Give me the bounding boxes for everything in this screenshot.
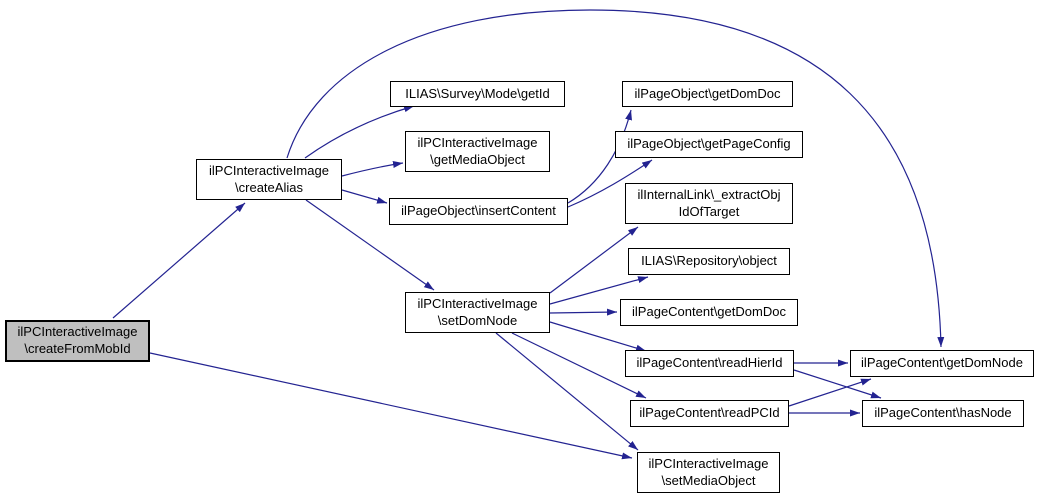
- node-getDomNode[interactable]: ilPageContent\getDomNode: [850, 350, 1034, 377]
- node-label: ilPageContent\hasNode: [874, 405, 1012, 421]
- edge-createAlias-to-getMediaObject: [341, 161, 404, 177]
- node-readPCId[interactable]: ilPageContent\readPCId: [630, 400, 789, 427]
- node-survey-mode-getId[interactable]: ILIAS\Survey\Mode\getId: [390, 81, 565, 107]
- edge-createAlias-to-insertContent: [341, 189, 388, 204]
- node-label: ilPCInteractiveImage: [17, 324, 138, 340]
- node-label: ILIAS\Survey\Mode\getId: [405, 85, 550, 101]
- node-label: ilPageContent\getDomDoc: [632, 304, 786, 320]
- node-label: ilPageContent\readPCId: [639, 405, 780, 421]
- node-label: \getMediaObject: [430, 151, 525, 167]
- node-label: ilPageObject\getDomDoc: [634, 85, 781, 101]
- edge-createAlias-to-survey-mode-getId: [304, 105, 415, 159]
- node-label: \setMediaObject: [661, 472, 756, 488]
- node-createAlias[interactable]: ilPCInteractiveImage\createAlias: [196, 159, 342, 200]
- node-label: ilInternalLink\_extractObj: [637, 186, 781, 202]
- edge-createAlias-to-getDomNode: [286, 9, 945, 348]
- node-label: IdOfTarget: [678, 203, 740, 219]
- node-setDomNode[interactable]: ilPCInteractiveImage\setDomNode: [405, 292, 550, 333]
- node-label: \setDomNode: [437, 312, 518, 328]
- node-label: ilPCInteractiveImage: [417, 295, 538, 311]
- node-hasNode[interactable]: ilPageContent\hasNode: [862, 400, 1024, 427]
- node-label: ilPCInteractiveImage: [209, 162, 329, 178]
- edge-readHierId-to-hasNode: [793, 369, 882, 399]
- node-label: \createFromMobId: [24, 341, 131, 356]
- edge-createFromMobId-to-setMediaObject: [149, 352, 633, 460]
- edge-setDomNode-to-readHierId: [549, 321, 647, 352]
- node-pageobject-getDomDoc[interactable]: ilPageObject\getDomDoc: [622, 81, 793, 107]
- node-setMediaObject[interactable]: ilPCInteractiveImage\setMediaObject: [637, 452, 780, 493]
- node-label: ilPageObject\insertContent: [401, 203, 556, 219]
- node-label: ilPageContent\readHierId: [636, 355, 783, 371]
- node-getMediaObject[interactable]: ilPCInteractiveImage\getMediaObject: [405, 131, 550, 172]
- edge-insertContent-to-getPageConfig: [567, 159, 653, 208]
- edge-readPCId-to-getDomNode: [788, 378, 872, 407]
- edge-createAlias-to-setDomNode: [305, 199, 435, 291]
- edge-setDomNode-to-repository-object: [549, 276, 649, 305]
- edge-setDomNode-to-readPCId: [511, 332, 647, 399]
- node-label: \createAlias: [235, 179, 303, 195]
- edge-setDomNode-to-pagecontent-getDomDoc: [549, 308, 618, 316]
- node-readHierId[interactable]: ilPageContent\readHierId: [625, 350, 794, 377]
- node-label: ilPageObject\getPageConfig: [627, 136, 791, 152]
- node-label: ilPCInteractiveImage: [417, 134, 538, 150]
- edge-setDomNode-to-setMediaObject: [495, 332, 639, 451]
- node-label: ilPCInteractiveImage: [648, 455, 769, 471]
- node-getPageConfig[interactable]: ilPageObject\getPageConfig: [615, 131, 803, 158]
- node-insertContent[interactable]: ilPageObject\insertContent: [389, 198, 568, 225]
- node-createFromMobId[interactable]: ilPCInteractiveImage\createFromMobId: [5, 320, 150, 362]
- edge-insertContent-to-pageobject-getDomDoc: [567, 109, 632, 204]
- edge-setDomNode-to-extractObjIdOfTarget: [549, 226, 639, 294]
- edge-createFromMobId-to-createAlias: [112, 202, 246, 319]
- node-repository-object[interactable]: ILIAS\Repository\object: [628, 248, 790, 275]
- node-label: ilPageContent\getDomNode: [861, 355, 1023, 371]
- node-label: ILIAS\Repository\object: [641, 253, 777, 269]
- node-pagecontent-getDomDoc[interactable]: ilPageContent\getDomDoc: [620, 299, 798, 326]
